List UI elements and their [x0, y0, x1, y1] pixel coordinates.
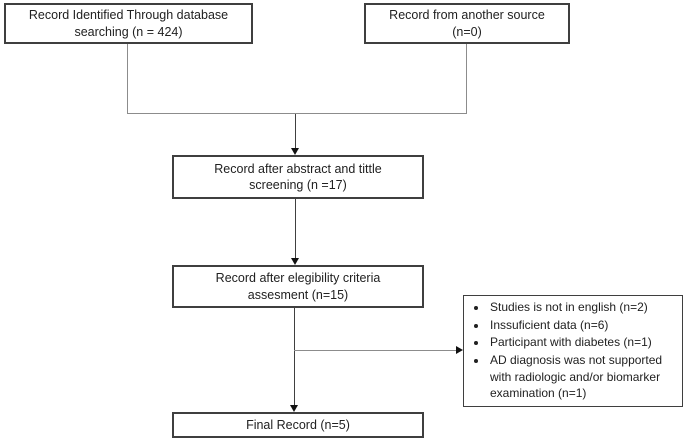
connector-merge-horizontal	[127, 113, 467, 114]
box-text-line: assesment (n=15)	[247, 287, 349, 302]
connector-to-final	[294, 308, 295, 406]
box-records-other-source: Record from another source (n=0)	[364, 3, 570, 44]
box-records-identified: Record Identified Through database searc…	[4, 3, 253, 44]
arrowhead-down-icon	[291, 258, 299, 265]
exclusion-item: AD diagnosis was not supported with radi…	[488, 352, 676, 403]
connector-to-eligibility	[295, 199, 296, 259]
connector-right-vertical	[466, 44, 467, 114]
box-text-line: Record after abstract and tittle	[214, 161, 382, 176]
box-text-line: Record from another source	[389, 8, 545, 22]
arrowhead-down-icon	[291, 148, 299, 155]
box-text-line: screening (n =17)	[249, 178, 347, 192]
connector-left-vertical	[127, 44, 128, 114]
connector-to-exclusions	[294, 350, 456, 351]
box-text-line: searching (n = 424)	[74, 24, 183, 39]
exclusion-item: Participant with diabetes (n=1)	[488, 334, 676, 352]
exclusion-item: Inssuficient data (n=6)	[488, 317, 676, 335]
box-text-line: (n=0)	[452, 24, 482, 39]
connector-to-screening	[295, 114, 296, 149]
box-exclusion-reasons: Studies is not in english (n=2) Inssufic…	[463, 295, 683, 407]
box-after-screening: Record after abstract and tittle screeni…	[172, 155, 424, 199]
exclusion-item: Studies is not in english (n=2)	[488, 299, 676, 317]
box-text-line: Record Identified Through database	[28, 8, 229, 22]
box-text-line: Record after elegibility criteria	[215, 271, 381, 285]
box-final-record: Final Record (n=5)	[172, 412, 424, 438]
box-text-line: Final Record (n=5)	[246, 417, 350, 432]
arrowhead-right-icon	[456, 346, 463, 354]
box-after-eligibility: Record after elegibility criteria assesm…	[172, 265, 424, 308]
arrowhead-down-icon	[290, 405, 298, 412]
exclusion-list: Studies is not in english (n=2) Inssufic…	[464, 295, 682, 406]
